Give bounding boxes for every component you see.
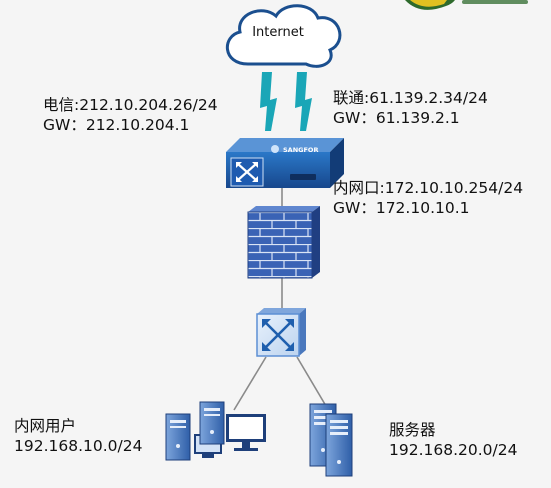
unicom-wan-label: 联通:61.139.2.34/24 GW：61.139.2.1: [333, 88, 488, 128]
servers-subnet: 192.168.20.0/24: [389, 441, 518, 459]
firewall: [247, 206, 320, 279]
servers-title: 服务器: [389, 421, 436, 439]
core-switch: [256, 308, 306, 357]
switch-to-users-line: [233, 356, 267, 411]
unicom-link-bolt: [295, 72, 312, 131]
lan-users-label: 内网用户 192.168.10.0/24: [14, 416, 142, 456]
device-brand-label: SANGFOR: [283, 146, 318, 154]
unicom-ip: 联通:61.139.2.34/24: [333, 89, 488, 107]
internet-cloud: Internet: [225, 4, 342, 68]
server-rack: [309, 403, 353, 477]
sangfor-gateway-device: SANGFOR: [226, 138, 344, 188]
telecom-link-bolt: [260, 72, 277, 131]
lan-port-ip: 内网口:172.10.10.254/24: [333, 179, 524, 197]
lan-port-label: 内网口:172.10.10.254/24 GW：172.10.10.1: [333, 178, 523, 218]
lan-user-computers: [165, 401, 266, 461]
telecom-gateway: GW：212.10.204.1: [43, 116, 190, 134]
servers-label: 服务器 192.168.20.0/24: [389, 420, 517, 460]
telecom-ip: 电信:212.10.204.26/24: [43, 96, 218, 114]
lan-users-subnet: 192.168.10.0/24: [14, 437, 143, 455]
isp-link-bolts: [260, 72, 312, 131]
telecom-wan-label: 电信:212.10.204.26/24 GW：212.10.204.1: [43, 95, 218, 135]
switch-to-servers-line: [296, 356, 327, 407]
internet-label: Internet: [252, 25, 304, 40]
logo-fragment: [405, 0, 528, 10]
lan-users-title: 内网用户: [14, 417, 77, 435]
unicom-gateway: GW：61.139.2.1: [333, 109, 460, 127]
lan-port-gateway: GW：172.10.10.1: [333, 199, 470, 217]
